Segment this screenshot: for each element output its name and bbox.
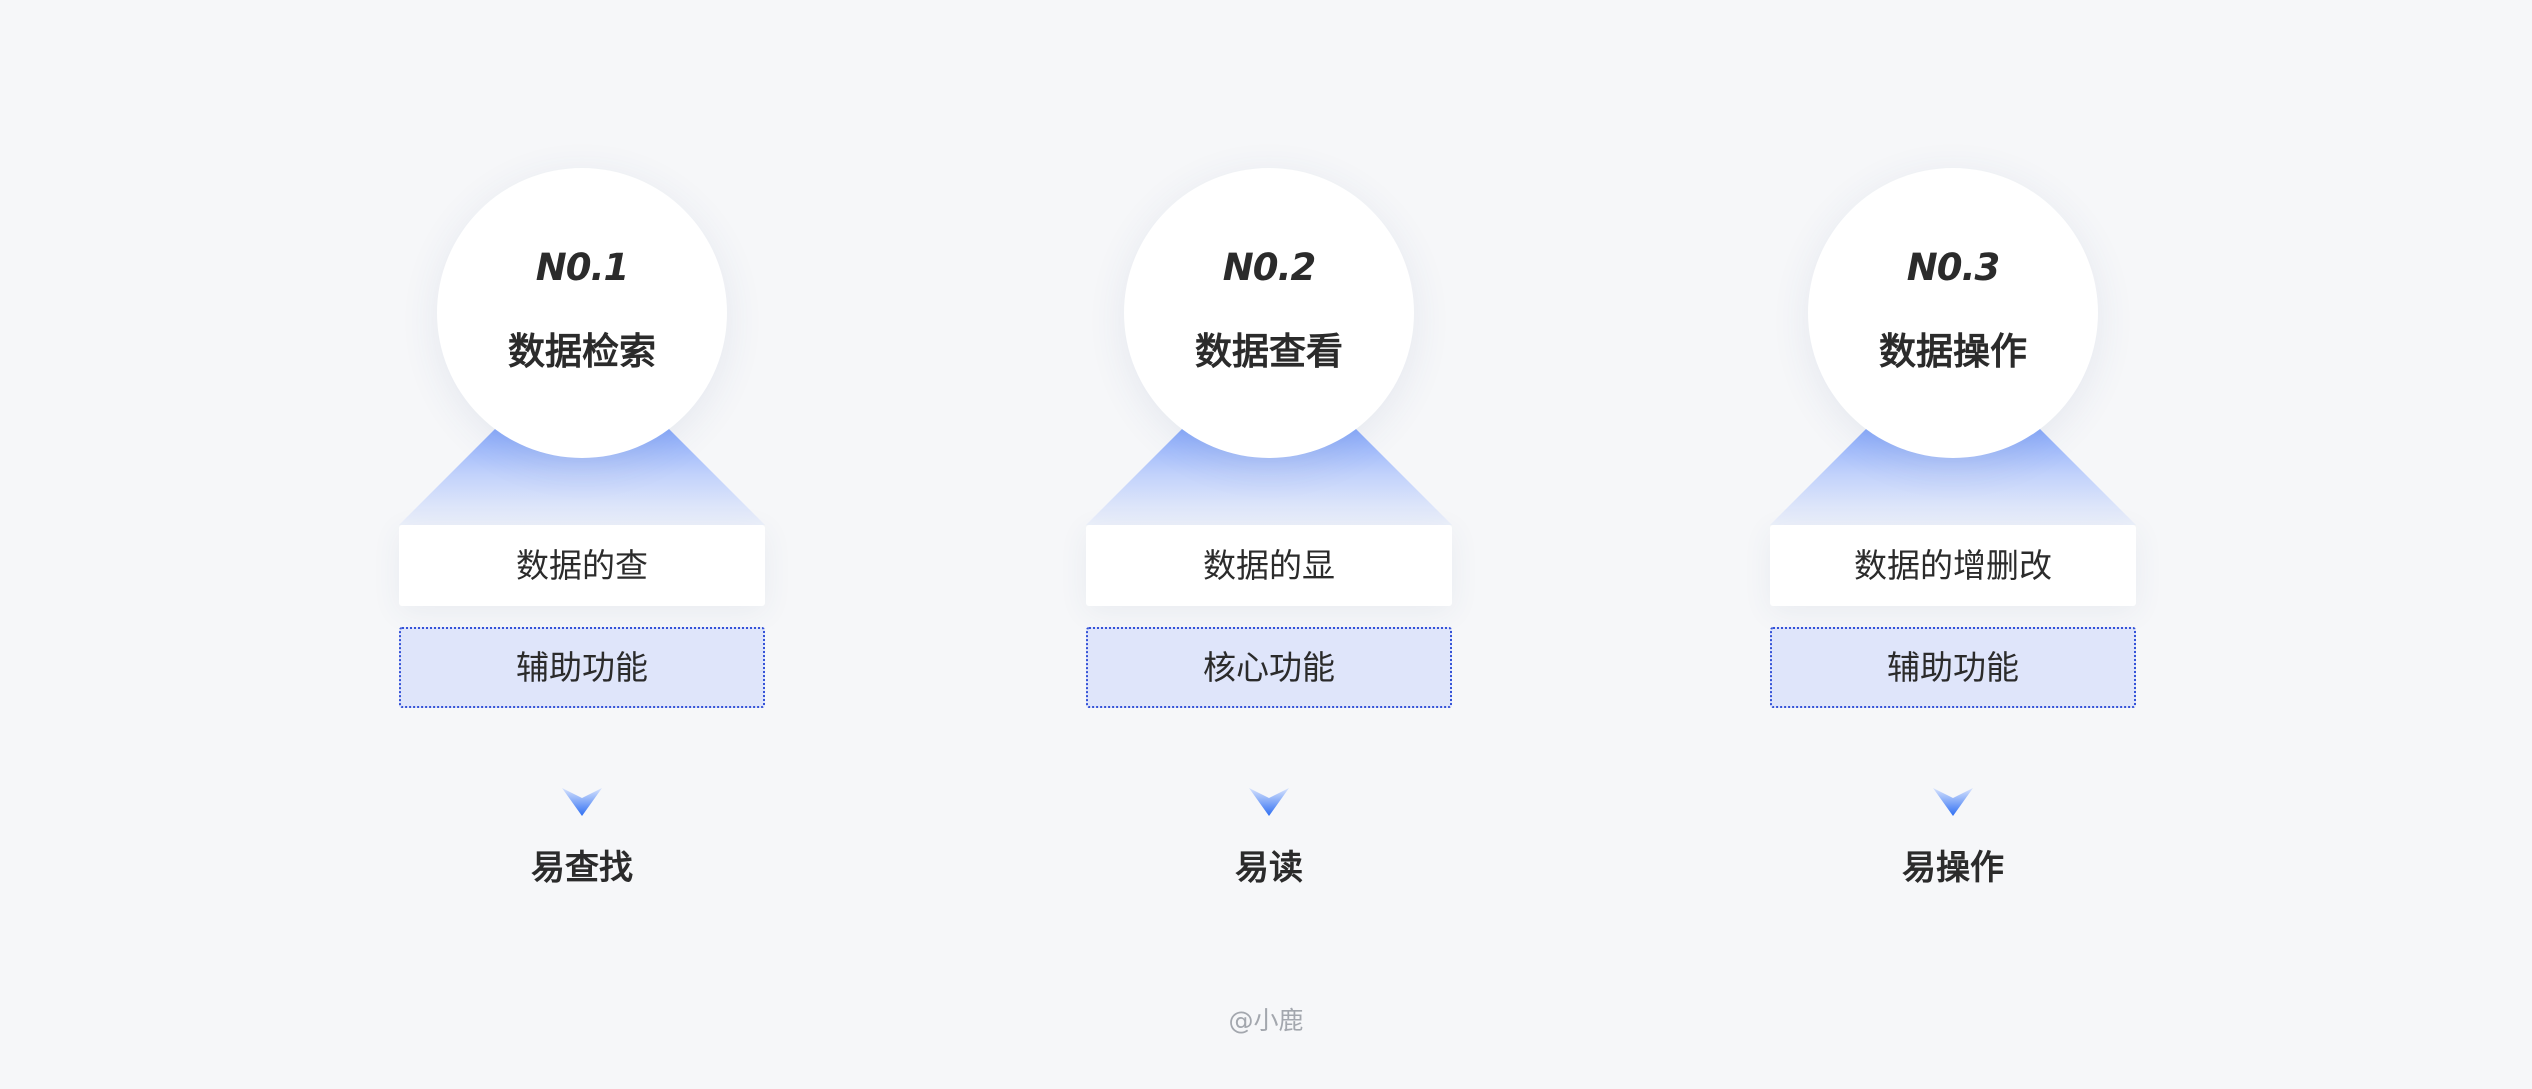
result-label: 易读 — [1235, 848, 1303, 888]
chevron-down-icon — [1249, 788, 1289, 816]
column-data-viewing: N0.2 数据查看 数据的显 核心功能 易读 — [1086, 0, 1452, 900]
function-box: 辅助功能 — [399, 627, 765, 708]
chevron-down-icon — [562, 788, 602, 816]
chevron-down-icon — [1933, 788, 1973, 816]
column-data-operation: N0.3 数据操作 数据的增删改 辅助功能 易操作 — [1770, 0, 2136, 900]
feature-number: N0.1 — [535, 246, 630, 289]
feature-number: N0.2 — [1222, 246, 1317, 289]
feature-circle: N0.2 数据查看 — [1124, 168, 1414, 458]
feature-circle: N0.1 数据检索 — [437, 168, 727, 458]
function-box: 辅助功能 — [1770, 627, 2136, 708]
feature-circle: N0.3 数据操作 — [1808, 168, 2098, 458]
function-box: 核心功能 — [1086, 627, 1452, 708]
description-box: 数据的显 — [1086, 525, 1452, 606]
feature-title: 数据操作 — [1879, 330, 2027, 373]
result-label: 易查找 — [531, 848, 633, 888]
feature-title: 数据查看 — [1195, 330, 1343, 373]
result-label: 易操作 — [1902, 848, 2004, 888]
feature-number: N0.3 — [1906, 246, 2001, 289]
description-box: 数据的增删改 — [1770, 525, 2136, 606]
feature-title: 数据检索 — [508, 330, 656, 373]
watermark: @小鹿 — [1228, 1006, 1304, 1035]
column-data-retrieval: N0.1 数据检索 数据的查 辅助功能 易查找 — [399, 0, 765, 900]
description-box: 数据的查 — [399, 525, 765, 606]
